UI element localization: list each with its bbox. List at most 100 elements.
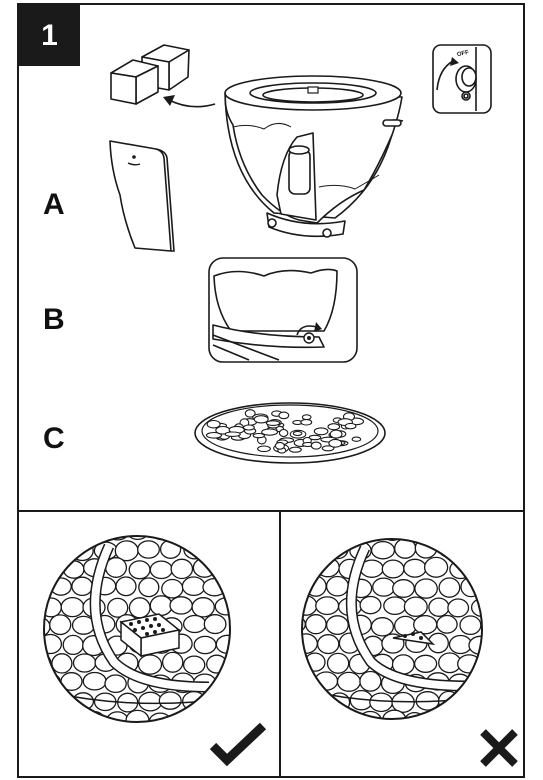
lava-stone <box>39 635 61 654</box>
lava-stone <box>28 692 48 710</box>
lava-stone <box>371 618 393 636</box>
lava-stone <box>182 577 205 595</box>
lava-stone <box>360 597 381 614</box>
lava-stone <box>8 615 28 634</box>
lava-stone <box>393 580 415 598</box>
lava-stone <box>139 731 162 751</box>
fire-glass-pebble <box>293 432 302 436</box>
lava-stone <box>460 694 482 713</box>
lava-stone <box>159 692 181 709</box>
lava-stone <box>194 636 216 653</box>
lava-stone <box>285 578 305 597</box>
lava-stone <box>447 522 470 539</box>
lava-stone <box>448 599 469 617</box>
lava-stone <box>184 656 205 674</box>
lava-stone <box>19 597 39 616</box>
lava-stone <box>414 616 437 634</box>
lava-stone <box>361 521 382 540</box>
fire-glass-pebble <box>275 442 284 449</box>
lava-stone <box>450 636 472 654</box>
lava-stone <box>415 579 437 598</box>
lava-stone <box>404 559 426 577</box>
fire-glass-pebble <box>258 446 271 452</box>
lava-stone <box>171 559 192 578</box>
fire-glass-pebble <box>328 424 340 430</box>
lava-stone <box>461 540 483 559</box>
cross-icon <box>479 728 519 768</box>
lava-stone <box>51 541 73 558</box>
lava-stone <box>295 634 318 653</box>
lava-stone <box>19 561 39 579</box>
fire-glass-pebble <box>352 437 361 441</box>
lava-stone <box>105 675 126 692</box>
lava-stone <box>296 673 317 692</box>
lava-stone <box>163 652 183 672</box>
lava-stone <box>428 712 448 729</box>
lava-stone <box>382 522 402 540</box>
lava-stone <box>28 541 49 560</box>
lava-stone <box>481 655 503 672</box>
lava-stone <box>471 522 494 540</box>
lava-stone <box>95 731 116 750</box>
lava-stone <box>351 729 372 748</box>
lava-stone <box>204 615 226 634</box>
lava-stone <box>447 712 470 730</box>
correct-example-panel <box>17 510 281 778</box>
fire-glass-pebble <box>279 430 287 437</box>
lava-stone <box>61 521 84 540</box>
lava-stone <box>415 655 437 672</box>
lava-stone <box>160 730 180 750</box>
step-1-panel: 1 A B C <box>17 3 525 512</box>
lava-stone <box>404 521 426 540</box>
lava-stone <box>328 730 350 749</box>
lava-stone <box>338 672 361 691</box>
lava-stone <box>30 729 52 749</box>
lava-stone <box>83 673 106 690</box>
lava-stone <box>8 542 30 560</box>
fire-glass-pebble <box>302 415 311 420</box>
lava-stone <box>471 560 491 579</box>
lava-stone <box>471 672 492 692</box>
lava-stone <box>118 730 141 749</box>
lava-stone <box>429 598 449 616</box>
lava-stone <box>285 691 308 710</box>
lava-stone <box>228 693 249 712</box>
fire-glass-pebble <box>207 421 220 428</box>
lava-stone <box>116 577 136 596</box>
lava-stone <box>327 540 348 558</box>
lava-stone <box>41 598 62 617</box>
lava-stone <box>150 596 172 616</box>
lava-stone <box>41 711 61 730</box>
lava-stone <box>194 522 214 540</box>
lava-stone <box>18 711 38 729</box>
lava-stone <box>61 598 84 617</box>
fire-glass-pebble <box>345 423 356 428</box>
lava-stone <box>395 729 415 747</box>
lava-stone <box>415 730 438 747</box>
lava-stone <box>370 693 393 711</box>
lava-stone <box>71 541 93 560</box>
fire-glass-pebble <box>254 416 268 423</box>
fire-glass-pebble <box>314 428 328 435</box>
lava-stone <box>360 672 381 692</box>
lava-stone <box>50 615 71 635</box>
incorrect-example-panel <box>279 510 525 778</box>
lava-stone <box>139 655 162 674</box>
lava-stone <box>74 654 96 672</box>
lava-stone <box>40 560 62 579</box>
lava-stone <box>30 618 50 637</box>
lava-stone <box>472 599 494 617</box>
lava-stone <box>460 616 481 634</box>
fire-glass-pebble <box>311 442 321 449</box>
lava-stone <box>341 521 362 539</box>
lava-stone <box>52 732 74 749</box>
lava-stone <box>439 578 460 597</box>
lava-stone <box>162 580 183 598</box>
lava-stone <box>74 729 96 749</box>
lava-stone <box>216 672 236 691</box>
lava-stone <box>339 710 361 729</box>
lava-stone <box>296 710 319 728</box>
lava-stone <box>285 731 306 750</box>
lava-stone <box>318 520 340 540</box>
check-icon <box>209 722 269 767</box>
